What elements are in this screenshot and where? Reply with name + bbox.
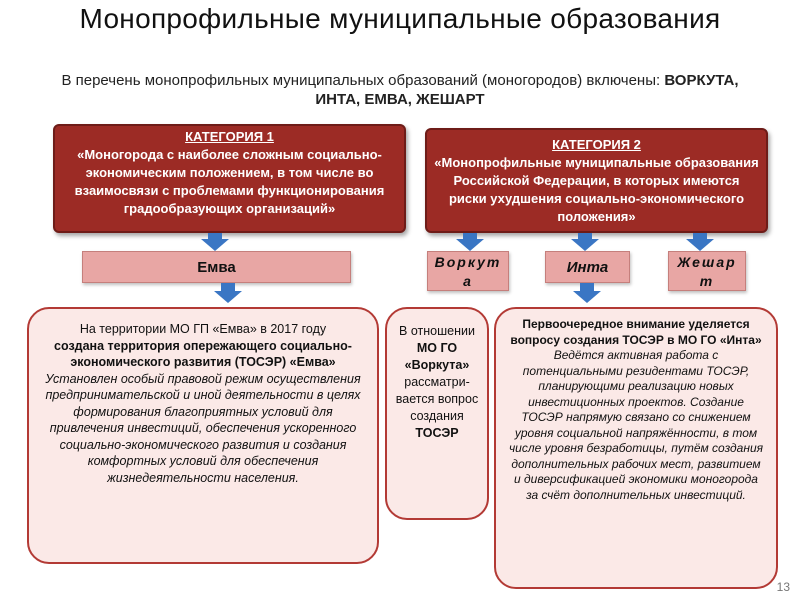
subtitle: В перечень монопрофильных муниципальных …	[60, 71, 740, 109]
vorkuta-middle: рассматри-вается вопрос создания	[395, 375, 479, 423]
category-1-heading: КАТЕГОРИЯ 1	[185, 129, 274, 144]
vorkuta-intro: В отношении	[399, 324, 475, 338]
category-2-heading: КАТЕГОРИЯ 2	[552, 137, 641, 152]
emva-bold: создана территория опережающего социальн…	[54, 338, 352, 370]
emva-intro: На территории МО ГП «Емва» в 2017 году	[79, 322, 327, 336]
town-emva: Емва	[82, 251, 351, 283]
subtitle-towns: ВОРКУТА, ИНТА, ЕМВА, ЖЕШАРТ	[315, 72, 739, 108]
vorkuta-bold: МО ГО «Воркута»	[404, 341, 470, 372]
category-2-box: КАТЕГОРИЯ 2 «Монопрофильные муниципальны…	[425, 128, 768, 233]
town-inta: Инта	[545, 251, 630, 283]
inta-bold: Первоочередное внимание уделяется вопрос…	[510, 317, 762, 347]
emva-italic: Установлен особый правовой режим осущест…	[45, 371, 361, 485]
subtitle-text: В перечень монопрофильных муниципальных …	[61, 72, 661, 89]
vorkuta-info-panel: В отношении МО ГО «Воркута» рассматри-ва…	[385, 307, 489, 520]
category-1-text: «Моногорода с наиболее сложным социально…	[74, 147, 385, 216]
vorkuta-end: ТОСЭР	[415, 426, 459, 440]
emva-info-panel: На территории МО ГП «Емва» в 2017 году с…	[27, 307, 379, 564]
town-zheshart: Жешарт	[668, 251, 746, 291]
inta-info-panel: Первоочередное внимание уделяется вопрос…	[494, 307, 778, 589]
page-number: 13	[776, 580, 790, 594]
category-1-box: КАТЕГОРИЯ 1 «Моногорода с наиболее сложн…	[53, 124, 406, 233]
page-title: Монопрофильные муниципальные образования	[79, 3, 721, 34]
town-vorkuta: Воркута	[427, 251, 509, 291]
inta-italic: Ведётся активная работа с потенциальными…	[508, 348, 764, 502]
category-2-text: «Монопрофильные муниципальные образовани…	[434, 155, 759, 224]
